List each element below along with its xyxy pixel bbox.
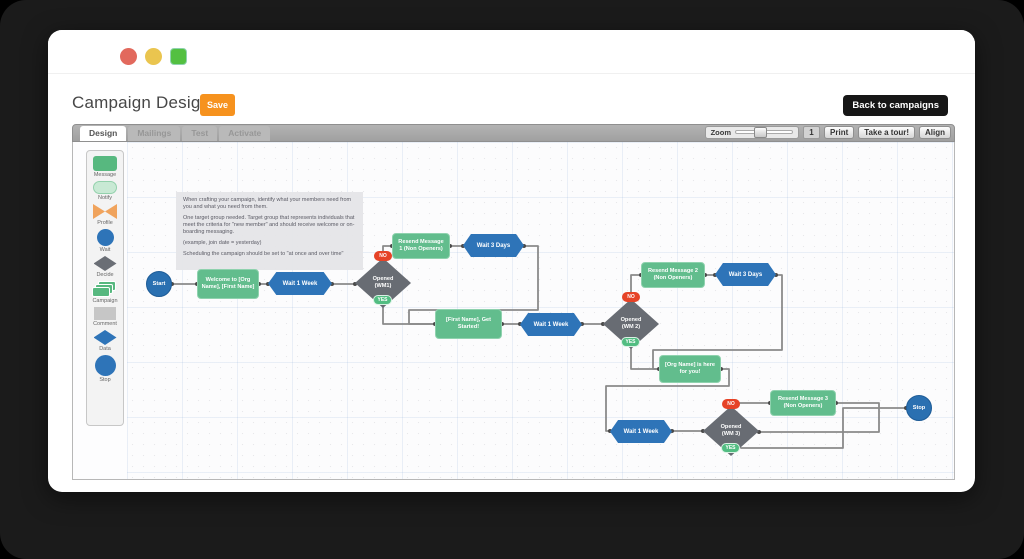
tab-design[interactable]: Design	[80, 126, 127, 141]
decision-no-badge-3: NO	[722, 399, 740, 409]
campaign-stack-icon	[92, 281, 117, 297]
decision-yes-badge-2: YES	[621, 337, 640, 347]
decide-diamond-icon	[93, 256, 117, 271]
zoom-value: 1	[803, 125, 821, 139]
campaign-comment-note[interactable]: When crafting your campaign, identify wh…	[176, 192, 363, 270]
flow-node-stop[interactable]: Stop	[906, 395, 932, 421]
palette-item-wait[interactable]: Wait	[96, 229, 114, 253]
flow-connectors	[170, 244, 908, 449]
note-paragraph: Scheduling the campaign should be set to…	[183, 251, 344, 257]
design-canvas[interactable]: Message Notify Profile Wait Decide	[72, 142, 955, 480]
note-paragraph: (example, join date = yesterday)	[183, 240, 262, 246]
zoom-slider-handle[interactable]	[754, 127, 768, 138]
palette-item-data[interactable]: Data	[93, 330, 117, 352]
flow-node-resend-message-3[interactable]: Resend Message 3 (Non Openers)	[770, 390, 836, 416]
decision-no-badge-1: NO	[374, 251, 392, 261]
flow-node-get-started[interactable]: [First Name], Get Started!	[435, 309, 502, 339]
flow-node-wait-1-week-1[interactable]: Wait 1 Week	[268, 272, 332, 295]
flow-node-resend-message-1[interactable]: Resend Message 1 (Non Openers)	[392, 233, 450, 259]
data-diamond-icon	[93, 330, 117, 345]
edge-herefor-wait3	[605, 368, 730, 432]
note-paragraph: One target group needed. Target group th…	[183, 215, 355, 235]
window-titlebar	[48, 30, 975, 74]
page-title: Campaign Designer	[72, 93, 226, 112]
palette-item-comment[interactable]: Comment	[93, 307, 117, 327]
decision-no-badge-2: NO	[622, 292, 640, 302]
maximize-window-icon[interactable]	[170, 48, 187, 65]
zoom-control: Zoom	[704, 125, 800, 139]
tab-bar: Design Mailings Test Activate	[76, 125, 271, 141]
message-shape-icon	[93, 156, 117, 171]
print-button[interactable]: Print	[824, 125, 855, 139]
comment-rect-icon	[94, 307, 116, 320]
minimize-window-icon[interactable]	[145, 48, 162, 65]
palette-item-notify[interactable]: Notify	[93, 181, 117, 201]
align-button[interactable]: Align	[919, 125, 951, 139]
tab-test[interactable]: Test	[182, 126, 218, 141]
palette-item-message[interactable]: Message	[93, 156, 117, 178]
toolbar-controls: Zoom 1 Print Take a tour! Align	[704, 125, 951, 141]
flow-node-wait-3-days-1[interactable]: Wait 3 Days	[463, 234, 524, 257]
edge-decide3-yes-stop	[740, 407, 907, 449]
wait-circle-icon	[96, 229, 114, 246]
stop-circle-icon	[94, 355, 116, 376]
zoom-slider[interactable]	[735, 127, 794, 138]
decision-yes-badge-3: YES	[721, 443, 740, 453]
flow-node-here-for-you[interactable]: [Org Name] is here for you!	[659, 355, 721, 383]
flow-node-start[interactable]: Start	[146, 271, 172, 297]
flow-node-wait-1-week-2[interactable]: Wait 1 Week	[520, 313, 582, 336]
palette-item-campaign[interactable]: Campaign	[92, 281, 118, 304]
edge-decide2-yes-herefor	[630, 346, 660, 370]
flow-node-wait-1-week-3[interactable]: Wait 1 Week	[610, 420, 672, 443]
palette-item-profile[interactable]: Profile	[93, 204, 117, 226]
tab-mailings[interactable]: Mailings	[128, 126, 181, 141]
edge-decide2-no-resend2	[630, 274, 642, 298]
designer-toolbar: Design Mailings Test Activate Zoom 1 Pri…	[72, 124, 955, 142]
close-window-icon[interactable]	[120, 48, 137, 65]
app-window: Campaign Designer Save Back to campaigns…	[48, 30, 975, 492]
shape-palette: Message Notify Profile Wait Decide	[86, 150, 124, 426]
edge-decide1-yes-getstarted	[382, 304, 436, 325]
note-paragraph: When crafting your campaign, identify wh…	[183, 197, 352, 210]
save-button[interactable]: Save	[200, 94, 235, 116]
take-a-tour-button[interactable]: Take a tour!	[858, 125, 915, 139]
palette-item-decide[interactable]: Decide	[93, 256, 117, 278]
flow-node-resend-message-2[interactable]: Resend Message 2 (Non Openers)	[641, 262, 705, 288]
flow-node-welcome-message[interactable]: Welcome to [Org Name], [First Name]	[197, 269, 259, 299]
edge-resend3-loopback	[758, 402, 880, 433]
zoom-label: Zoom	[710, 127, 732, 137]
canvas-grid	[127, 142, 954, 479]
notify-shape-icon	[93, 181, 117, 194]
profile-bowtie-icon	[93, 204, 117, 219]
tab-activate[interactable]: Activate	[219, 126, 271, 141]
back-to-campaigns-button[interactable]: Back to campaigns	[843, 95, 948, 116]
flow-node-wait-3-days-2[interactable]: Wait 3 Days	[715, 263, 776, 286]
palette-item-stop[interactable]: Stop	[94, 355, 116, 383]
decision-yes-badge-1: YES	[373, 295, 392, 305]
